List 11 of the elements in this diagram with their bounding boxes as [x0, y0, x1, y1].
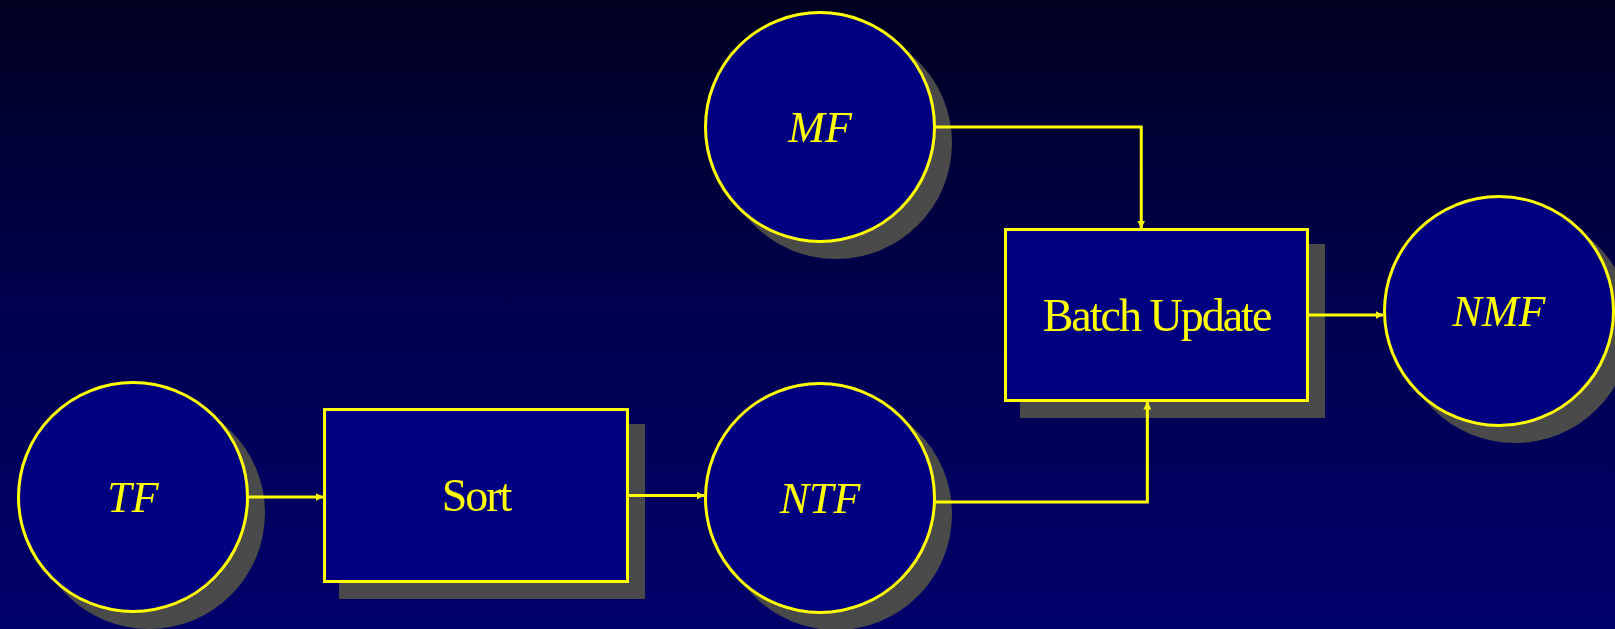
arrow	[249, 493, 324, 501]
arrow	[629, 491, 705, 500]
node-label: Batch Update	[1042, 288, 1271, 342]
node-label: NMF	[1452, 285, 1546, 337]
arrow	[1309, 311, 1384, 319]
node-label: Sort	[441, 469, 511, 522]
arrow	[936, 401, 1152, 504]
node-label: TF	[107, 471, 159, 523]
node-label: MF	[788, 101, 852, 153]
node-label: NTF	[779, 472, 861, 524]
arrow	[936, 125, 1146, 229]
